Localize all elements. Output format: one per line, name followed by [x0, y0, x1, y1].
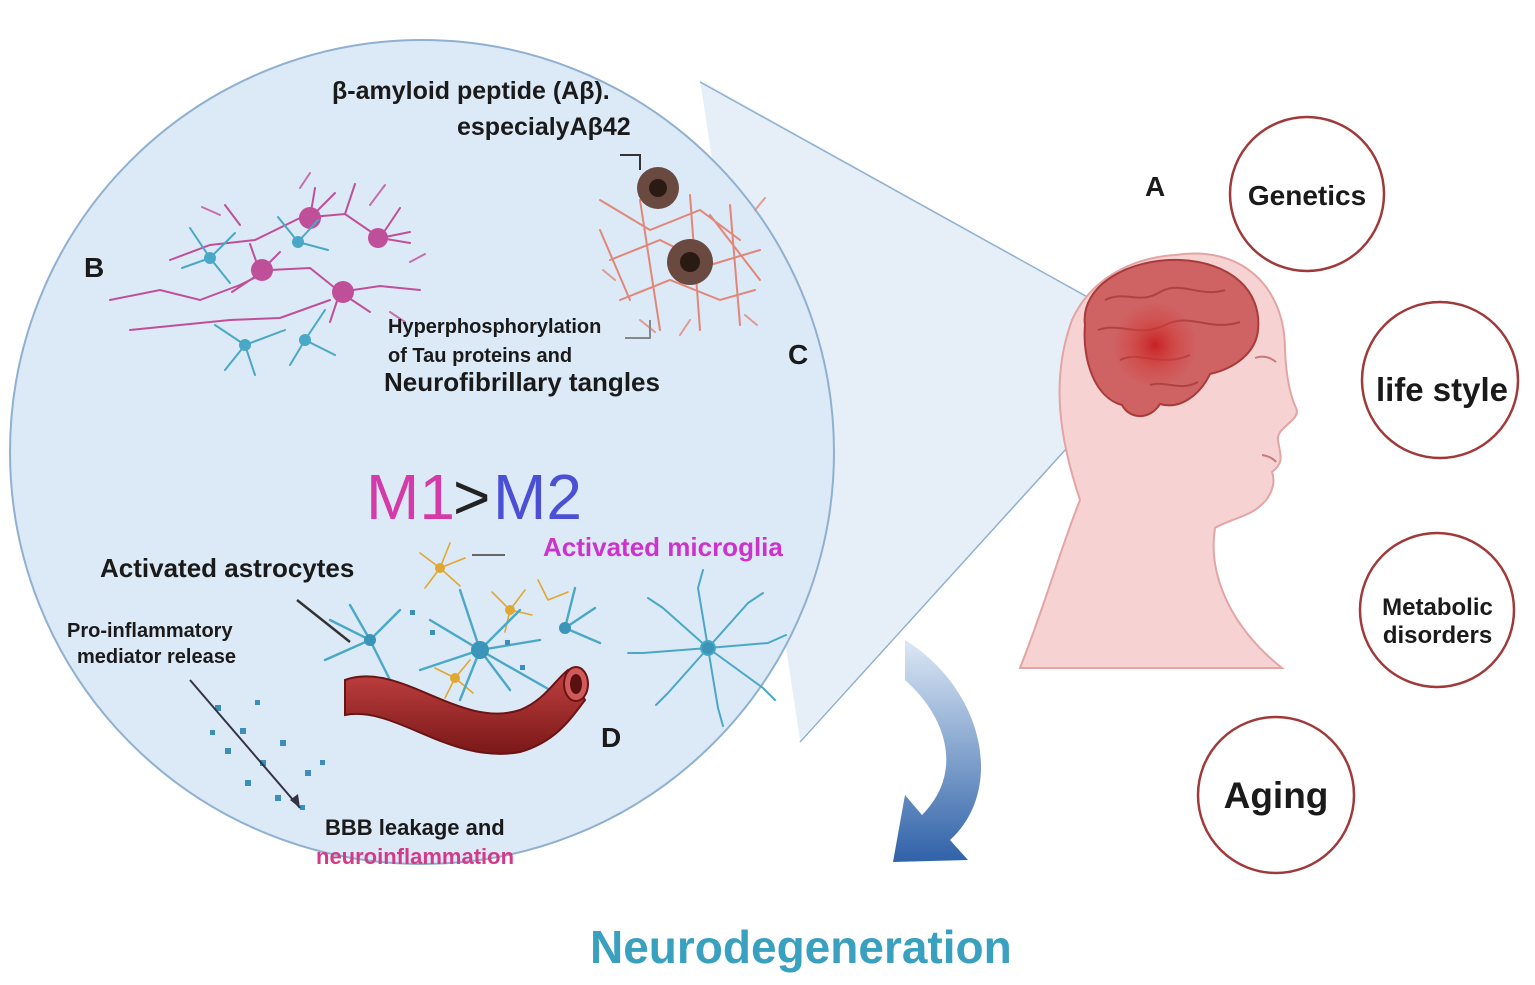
risk-ring-lifestyle	[1360, 300, 1520, 460]
brain-icon	[1083, 258, 1260, 418]
risk-ring-metabolic	[1358, 531, 1516, 689]
astrocytes-label: Activated astrocytes	[100, 553, 355, 583]
mediator-particles	[210, 610, 525, 810]
mediator-arrowhead	[290, 794, 300, 808]
proinflammatory-label-line1: Pro-inflammatory	[67, 620, 233, 642]
risk-genetics-label: Genetics	[1247, 179, 1367, 211]
label-b: B	[84, 252, 105, 283]
bbb-label-line2: neuroinflammation	[316, 844, 515, 869]
outcome-label: Neurodegeneration	[590, 921, 1012, 973]
curved-arrow-icon	[893, 640, 982, 862]
tau-label-line3: Neurofibrillary tangles	[384, 367, 660, 397]
astrocyte-bodies	[204, 236, 311, 351]
magnified-view-circle	[9, 39, 835, 865]
risk-lifestyle-label: life style	[1375, 371, 1509, 409]
resting-astrocyte-icon	[627, 569, 787, 727]
risk-ring-aging	[1196, 715, 1356, 875]
label-c: C	[788, 339, 809, 370]
mediator-arrow	[189, 679, 301, 809]
astrocyte-network-bodies	[364, 622, 571, 659]
tau-label-line2: of Tau proteins and	[388, 345, 573, 367]
neuron-bodies	[251, 207, 388, 303]
amyloid-label-line2: especialyAβ42	[457, 113, 631, 141]
risk-ring-genetics	[1228, 115, 1386, 273]
amyloid-label-line1: β-amyloid peptide (Aβ).	[332, 77, 610, 105]
bbb-label-line1: BBB leakage and	[325, 815, 505, 840]
label-a: A	[1145, 171, 1166, 202]
m1-label: M1	[366, 461, 455, 533]
microglia-bodies	[435, 563, 515, 683]
astrocyte-pointer	[296, 599, 351, 643]
m2-label: M2	[493, 461, 582, 533]
microglia-label: Activated microglia	[543, 532, 783, 562]
gt-symbol: >	[453, 461, 491, 533]
blood-vessel-icon	[344, 666, 589, 755]
amyloid-plaque-icon	[620, 154, 713, 339]
label-d: D	[601, 722, 622, 753]
risk-aging-label: Aging	[1223, 774, 1329, 816]
astrocyte-icon	[181, 216, 336, 376]
proinflammatory-label-line2: mediator release	[77, 646, 236, 668]
tau-label-line1: Hyperphosphorylation	[388, 316, 602, 338]
risk-metabolic-label: Metabolic disorders	[1382, 594, 1493, 649]
